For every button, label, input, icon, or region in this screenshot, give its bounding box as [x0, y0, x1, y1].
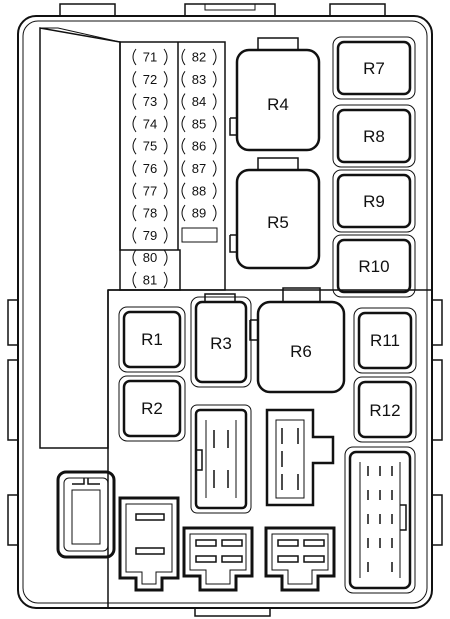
relay-r12-label: R12	[369, 401, 400, 420]
fuse-slot-76[interactable]: 76	[132, 160, 168, 177]
connector-center-right[interactable]	[265, 408, 335, 507]
fuse-number: 86	[192, 139, 206, 154]
lower-section-outline	[107, 289, 432, 608]
relay-r11[interactable]: R11	[353, 307, 417, 374]
fuse-slot-71[interactable]: 71	[132, 48, 168, 66]
fuse-number: 77	[143, 183, 157, 198]
fuse-slot-74[interactable]: 74	[132, 115, 168, 133]
fuse-slot-77[interactable]: 77	[132, 182, 168, 200]
fuse-slot-89[interactable]: 89	[181, 204, 217, 222]
connector-right-tall[interactable]	[344, 446, 416, 594]
fuse-number: 80	[143, 250, 157, 265]
relay-r5[interactable]: R5	[229, 157, 321, 270]
relay-r11-label: R11	[370, 331, 400, 350]
fuse-number: 83	[192, 72, 206, 87]
fuse-number: 85	[192, 116, 206, 131]
fuse-number: 71	[143, 50, 157, 65]
fuse-slot-88[interactable]: 88	[181, 182, 217, 200]
relay-r3-label: R3	[210, 334, 232, 353]
fuse-number: 74	[143, 116, 157, 131]
connector-bottom-4[interactable]	[264, 526, 336, 592]
relay-r7[interactable]: R7	[332, 36, 416, 100]
connector-bottom-left[interactable]	[56, 470, 116, 559]
fuse-column-right: 82 83 84 85 86 87 88 89	[181, 48, 217, 222]
fuse-number: 73	[143, 94, 157, 109]
fuse-slot-79[interactable]: 79	[132, 227, 168, 244]
relay-r8[interactable]: R8	[332, 104, 416, 168]
relay-r6[interactable]: R6	[249, 287, 346, 394]
relay-r9[interactable]: R9	[332, 169, 416, 233]
fuse-number: 89	[192, 206, 206, 221]
relay-r7-label: R7	[363, 59, 385, 78]
fuse-number: 72	[143, 72, 157, 87]
relay-r12[interactable]: R12	[353, 376, 417, 443]
relay-r6-label: R6	[290, 342, 312, 361]
fuse-slot-75[interactable]: 75	[132, 137, 168, 155]
fuse-number: 88	[192, 183, 206, 198]
housing	[7, 3, 443, 617]
relay-r8-label: R8	[363, 127, 385, 146]
relay-r1[interactable]: R1	[118, 306, 186, 373]
fuse-slot-72[interactable]: 72	[132, 71, 168, 88]
relay-r10-label: R10	[358, 257, 389, 276]
fuse-slot-87[interactable]: 87	[181, 160, 217, 177]
connector-bottom-2[interactable]	[118, 496, 180, 592]
fuse-slot-80[interactable]: 80	[132, 249, 168, 266]
relay-r3[interactable]: R3	[190, 293, 252, 388]
fuse-number: 82	[192, 50, 206, 65]
connector-bottom-3[interactable]	[182, 526, 254, 592]
relay-r1-label: R1	[141, 330, 163, 349]
fuse-slot-82[interactable]: 82	[181, 48, 217, 66]
fuse-number: 79	[143, 228, 157, 243]
fuse-block	[119, 41, 226, 291]
fuse-slot-73[interactable]: 73	[132, 93, 168, 110]
fuse-slot-86[interactable]: 86	[181, 137, 217, 155]
fuse-number: 87	[192, 161, 206, 176]
relay-r2[interactable]: R2	[118, 375, 186, 442]
fuse-slot-83[interactable]: 83	[181, 71, 217, 88]
relay-r5-label: R5	[267, 213, 289, 232]
relay-r10[interactable]: R10	[332, 234, 416, 298]
relay-r9-label: R9	[363, 192, 385, 211]
connector-center-left[interactable]	[190, 404, 252, 514]
fuse-slot-81[interactable]: 81	[132, 271, 168, 289]
fuse-column-left: 71 72 73 74 75 76 77 78 79 80 81	[132, 48, 168, 289]
relay-r4-label: R4	[267, 95, 289, 114]
fuse-number: 81	[143, 273, 157, 288]
fuse-number: 75	[143, 139, 157, 154]
fuse-number: 78	[143, 206, 157, 221]
left-cover-panel	[39, 27, 181, 449]
relay-r4[interactable]: R4	[229, 37, 321, 152]
fuse-number: 76	[143, 161, 157, 176]
fuse-slot-85[interactable]: 85	[181, 115, 217, 133]
fuse-number: 84	[192, 94, 206, 109]
relay-r2-label: R2	[141, 399, 163, 418]
fuse-slot-78[interactable]: 78	[132, 204, 168, 222]
fuse-slot-84[interactable]: 84	[181, 93, 217, 110]
